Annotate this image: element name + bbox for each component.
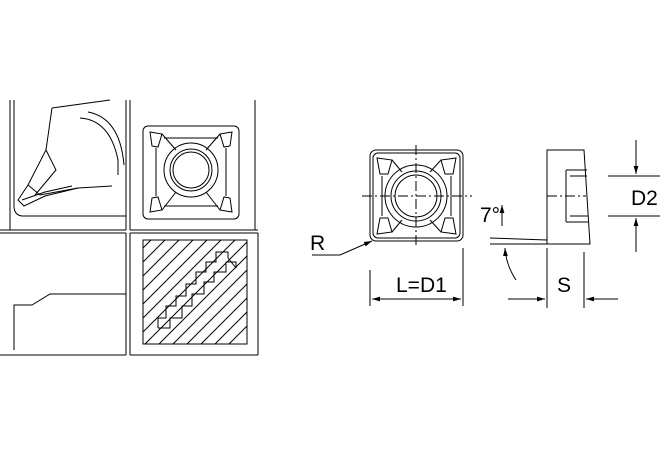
insert-top-view-thumbnail xyxy=(142,125,240,220)
panel-grid xyxy=(0,100,259,356)
length-dimension xyxy=(369,248,464,306)
thickness-dimension xyxy=(508,248,618,308)
length-label: L=D1 xyxy=(396,274,447,297)
hole-diameter-label: D2 xyxy=(631,187,658,210)
angle-dimension xyxy=(489,205,548,281)
tool-holder-pocket-view xyxy=(13,99,126,217)
cut-profile-view xyxy=(13,293,126,350)
chip-pattern-view xyxy=(142,239,248,345)
center-lines xyxy=(362,145,472,248)
hole-diameter-dimension xyxy=(608,140,660,252)
angle-label: 7° xyxy=(480,204,500,227)
insert-side-view xyxy=(546,149,591,245)
radius-leader xyxy=(312,240,373,256)
thickness-label: S xyxy=(557,274,571,297)
radius-label: R xyxy=(310,232,325,255)
